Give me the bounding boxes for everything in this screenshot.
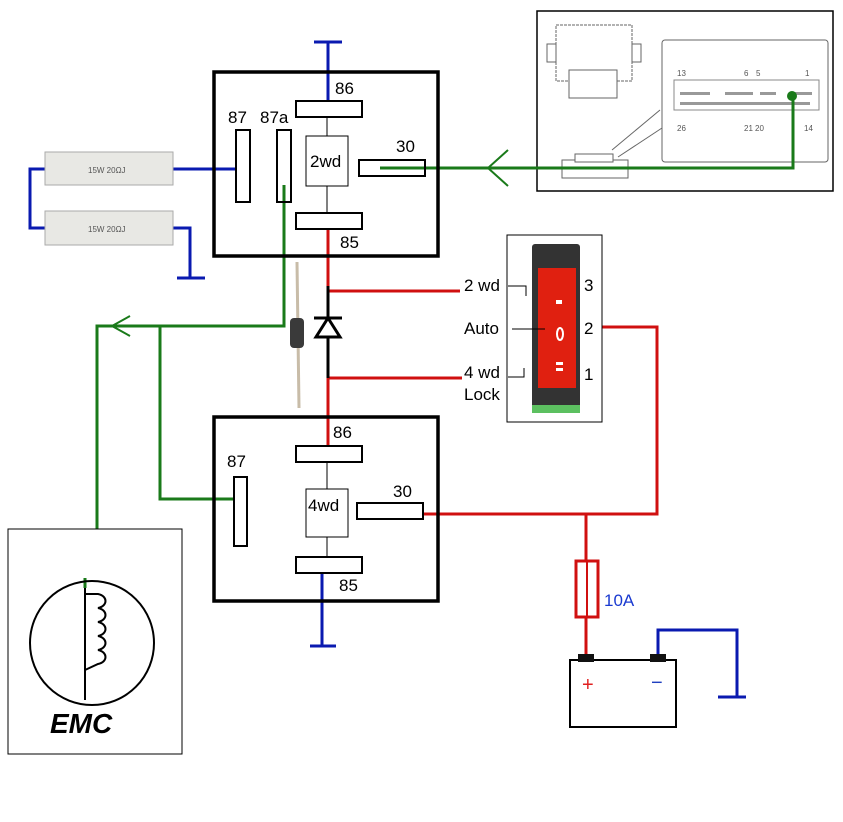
- switch-label-2wd: 2 wd: [464, 276, 500, 295]
- pin-87a-label: 87a: [260, 108, 289, 127]
- ecu-pin-dot: [787, 91, 797, 101]
- resistor-label: 15W 20ΩJ: [88, 166, 126, 175]
- pin-number: 5: [756, 69, 761, 78]
- fuse-label: 10A: [604, 591, 635, 610]
- switch-terminal-3: 3: [584, 276, 593, 295]
- pin-30-label: 30: [393, 482, 412, 501]
- resistor-2: 15W 20ΩJ: [44, 210, 174, 246]
- switch-label-auto: Auto: [464, 319, 499, 338]
- switch-label-lock: Lock: [464, 385, 500, 404]
- pin-86-label: 86: [335, 79, 354, 98]
- pin-number: 21: [744, 124, 753, 133]
- pin-86-label: 86: [333, 423, 352, 442]
- switch-label-4wd: 4 wd: [464, 363, 500, 382]
- rocker-switch: 2 wd Auto 4 wd Lock 3 2 1: [464, 234, 603, 423]
- ecu-connector-illustration: 13 6 5 1 26 21 20 14: [536, 10, 834, 192]
- resistor-1: 15W 20ΩJ: [44, 151, 174, 186]
- pin-87-label: 87: [228, 108, 247, 127]
- diode-photo: [290, 261, 304, 409]
- battery-plus: +: [582, 674, 594, 696]
- red-wires: [326, 229, 659, 660]
- switch-terminal-1: 1: [584, 365, 593, 384]
- pin-number: 1: [805, 69, 810, 78]
- pin-85-label: 85: [339, 576, 358, 595]
- relay-4wd: 86 87 4wd 30 85: [212, 415, 440, 603]
- emc-solenoid: EMC: [7, 528, 183, 755]
- coil-label: 2wd: [310, 152, 341, 171]
- battery: + −: [569, 654, 677, 728]
- emc-label: EMC: [50, 708, 113, 739]
- pin-number: 26: [677, 124, 686, 133]
- pin-30-label: 30: [396, 137, 415, 156]
- pin-87-label: 87: [227, 452, 246, 471]
- pin-number: 13: [677, 69, 686, 78]
- pin-number: 6: [744, 69, 749, 78]
- pin-number: 14: [804, 124, 813, 133]
- pin-number: 20: [755, 124, 764, 133]
- fuse: 10A: [574, 559, 635, 619]
- resistor-label: 15W 20ΩJ: [88, 225, 126, 234]
- switch-terminal-2: 2: [584, 319, 593, 338]
- relay-2wd: 86 87 87a 2wd 30 85: [212, 70, 440, 258]
- pin-85-label: 85: [340, 233, 359, 252]
- diode-symbol: [313, 286, 343, 378]
- coil-label: 4wd: [308, 496, 339, 515]
- blue-wires: [28, 40, 746, 699]
- battery-minus: −: [651, 672, 663, 694]
